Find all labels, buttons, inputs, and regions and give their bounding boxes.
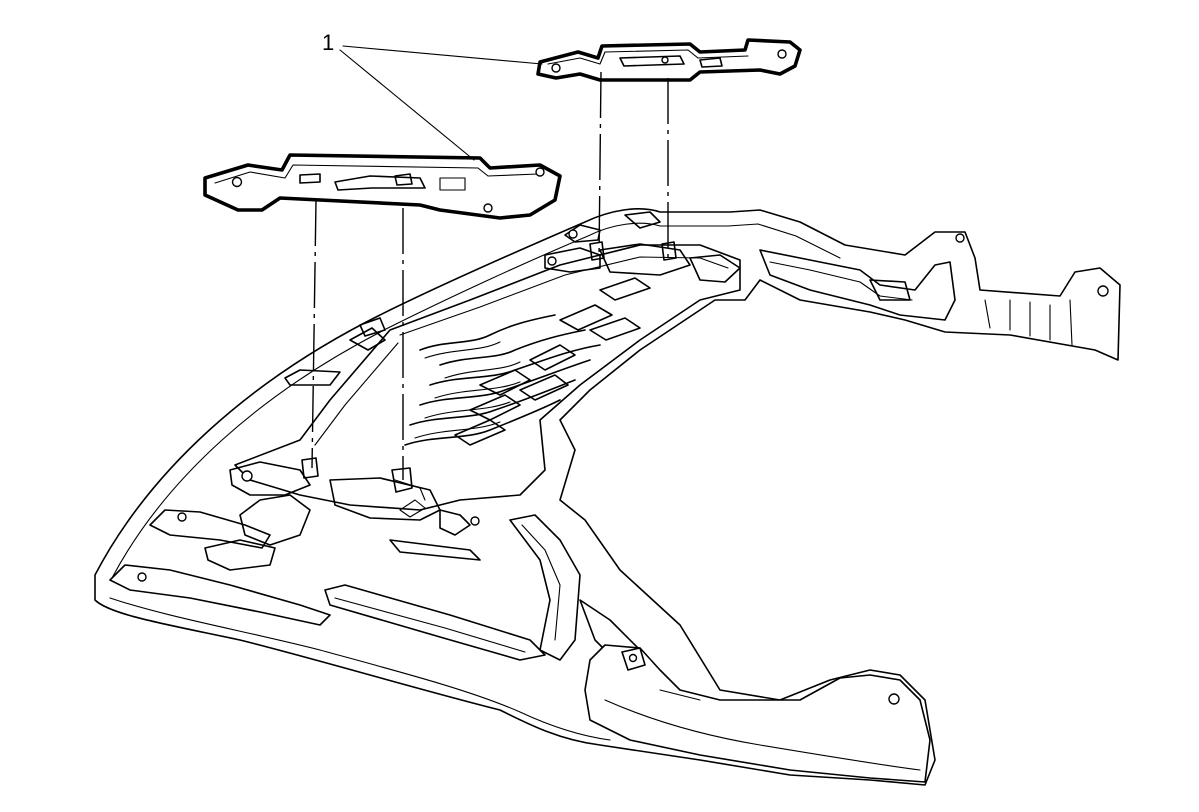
upper-reinforcement-bracket: [536, 38, 802, 82]
callout-label: 1: [322, 30, 334, 55]
lower-reinforcement-bracket: [203, 153, 562, 220]
alignment-lines: [311, 71, 669, 480]
callout-1: 1: [322, 30, 543, 161]
underbody-shield-panel: [94, 208, 1121, 786]
leader-line-lower-bracket: [339, 49, 475, 161]
fastener-clips: [301, 241, 677, 501]
leader-line-upper-bracket: [342, 45, 543, 65]
